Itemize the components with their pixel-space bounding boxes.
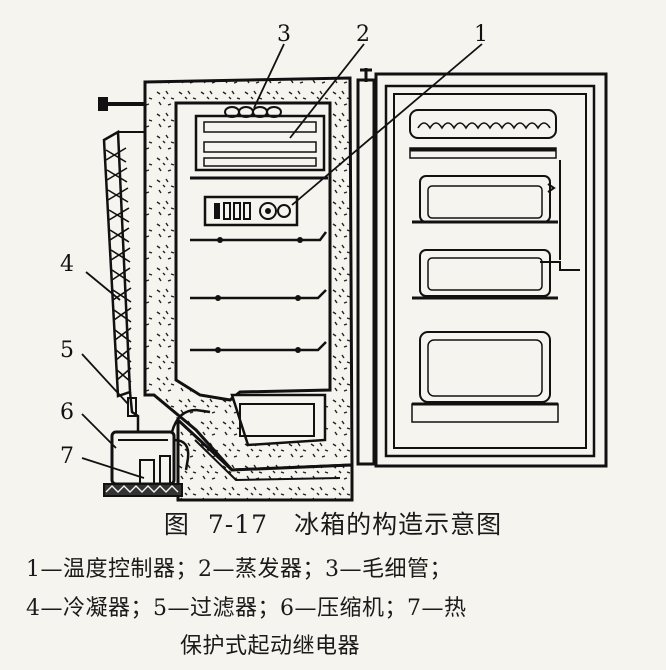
- leader-7: [81, 457, 145, 479]
- leader-lines: [81, 43, 483, 479]
- callout-6: 6: [60, 400, 74, 425]
- start-relay: [103, 455, 183, 497]
- callout-3: 3: [277, 22, 291, 47]
- capillary-tube: [224, 106, 282, 118]
- callout-1: 1: [474, 22, 488, 47]
- caption-number: 7-17: [207, 510, 269, 539]
- leader-1: [291, 43, 483, 206]
- leader-6: [81, 413, 117, 449]
- legend-line-2: 4—冷凝器；5—过滤器；6—压缩机；7—热: [26, 596, 467, 621]
- callout-5: 5: [60, 338, 74, 363]
- legend-line-1: 1—温度控制器；2—蒸发器；3—毛细管；: [26, 557, 452, 582]
- leader-2: [289, 43, 365, 139]
- door-hinge: [356, 68, 376, 466]
- callout-4: 4: [60, 252, 74, 277]
- temperature-controller: [203, 195, 299, 227]
- callout-7: 7: [60, 444, 74, 469]
- leader-3: [253, 43, 285, 109]
- compressor: [110, 408, 211, 486]
- cabinet-shelves: [190, 231, 327, 353]
- condenser: [102, 129, 145, 398]
- figure-caption: 图 7-17 冰箱的构造示意图: [0, 505, 666, 541]
- callout-2: 2: [356, 22, 370, 47]
- leader-4: [85, 271, 121, 301]
- top-hinge: [98, 97, 145, 111]
- caption-title: 冰箱的构造示意图: [294, 510, 503, 539]
- caption-prefix: 图: [163, 510, 190, 539]
- leader-5: [81, 353, 129, 405]
- filter-drier: [127, 391, 140, 438]
- evaporator: [190, 114, 328, 180]
- refrigerator-door: [374, 72, 608, 468]
- legend-line-3: 保护式起动继电器: [180, 634, 361, 659]
